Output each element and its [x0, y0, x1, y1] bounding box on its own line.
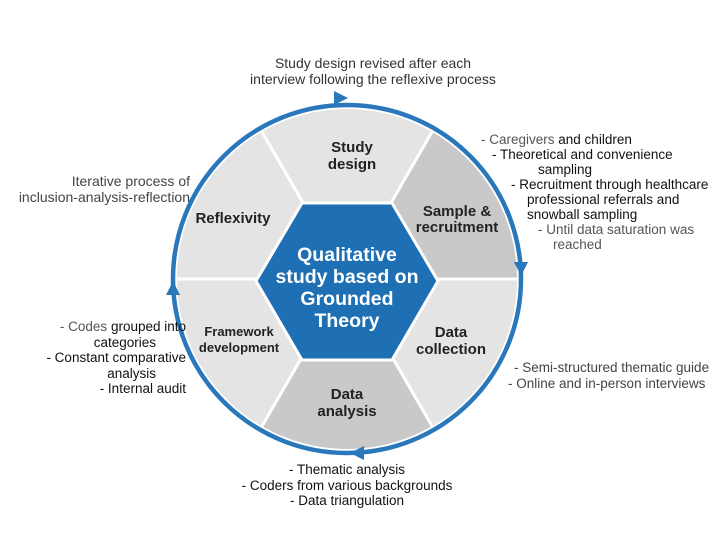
- annotation-framework: - Codes grouped into categories - Consta…: [0, 319, 186, 397]
- annotation-collection: - Semi-structured thematic guide - Onlin…: [508, 360, 726, 391]
- annotation-left-line-1: Iterative process of: [71, 173, 190, 189]
- label-sample-1: Sample &: [423, 203, 492, 220]
- sample-line-2: - Theoretical and convenience: [492, 147, 673, 162]
- analysis-line-1: - Thematic analysis: [288, 462, 406, 477]
- framework-line-1: - Codes grouped into: [0, 319, 186, 335]
- sample-line-1: - Caregivers and children: [476, 132, 726, 147]
- label-framework-2: development: [199, 340, 280, 355]
- label-framework-1: Framework: [204, 324, 274, 339]
- label-study-design-2: design: [328, 156, 376, 173]
- annotation-left: Iterative process of inclusion-analysis-…: [0, 173, 190, 205]
- sample-line-8: reached: [553, 237, 602, 252]
- analysis-line-3: - Data triangulation: [289, 493, 405, 508]
- ring-arrow-left: [166, 281, 180, 295]
- center-title: Qualitative study based on Grounded Theo…: [275, 244, 418, 332]
- sample-line-4: - Recruitment through healthcare: [511, 177, 709, 192]
- framework-line-5: - Internal audit: [99, 381, 186, 396]
- center-title-line-3: Grounded: [300, 288, 393, 310]
- sample-line-7: - Until data saturation was: [538, 222, 695, 237]
- ring-arrow-bottom: [350, 446, 364, 460]
- label-reflexivity: Reflexivity: [195, 210, 271, 227]
- sample-line-1b: and children: [554, 132, 632, 147]
- ring-arrow-right: [514, 262, 528, 276]
- sample-line-3: sampling: [538, 162, 593, 177]
- framework-line-1b: grouped into: [107, 319, 186, 334]
- label-data-collection-2: collection: [416, 341, 486, 358]
- ring-arrow-top: [334, 91, 348, 105]
- annotation-analysis: - Thematic analysis - Coders from variou…: [212, 462, 482, 509]
- center-hexagon: [254, 201, 440, 362]
- annotation-top: Study design revised after each intervie…: [193, 55, 553, 87]
- collection-line-2: - Online and in-person interviews: [508, 375, 706, 391]
- collection-line-1: - Semi-structured thematic guide: [514, 360, 710, 375]
- annotation-top-line-1: Study design revised after each: [274, 55, 472, 71]
- analysis-line-2: - Coders from various backgrounds: [241, 477, 453, 493]
- label-sample-2: recruitment: [416, 219, 499, 236]
- label-study-design-1: Study: [331, 139, 373, 156]
- sample-line-6: snowball sampling: [527, 207, 638, 222]
- label-data-collection-1: Data: [435, 324, 468, 341]
- center-title-line-2: study based on: [275, 266, 418, 288]
- center-title-line-4: Theory: [314, 310, 379, 332]
- annotation-sample: - Caregivers and children - Theoretical …: [476, 132, 726, 252]
- annotation-left-line-2: inclusion-analysis-reflection: [18, 189, 190, 205]
- framework-line-4: analysis: [107, 365, 156, 381]
- center-title-line-1: Qualitative: [297, 244, 397, 266]
- label-data-analysis-1: Data: [331, 386, 364, 403]
- label-data-analysis-2: analysis: [317, 403, 376, 420]
- sample-line-1a: - Caregivers: [481, 132, 555, 147]
- outer-cycle-ring: [170, 102, 524, 456]
- framework-line-1a: - Codes: [59, 319, 108, 334]
- framework-line-3: - Constant comparative: [46, 350, 186, 365]
- sample-line-5: professional referrals and: [527, 192, 680, 207]
- framework-line-2: categories: [93, 334, 156, 350]
- annotation-top-line-2: interview following the reflexive proces…: [250, 71, 496, 87]
